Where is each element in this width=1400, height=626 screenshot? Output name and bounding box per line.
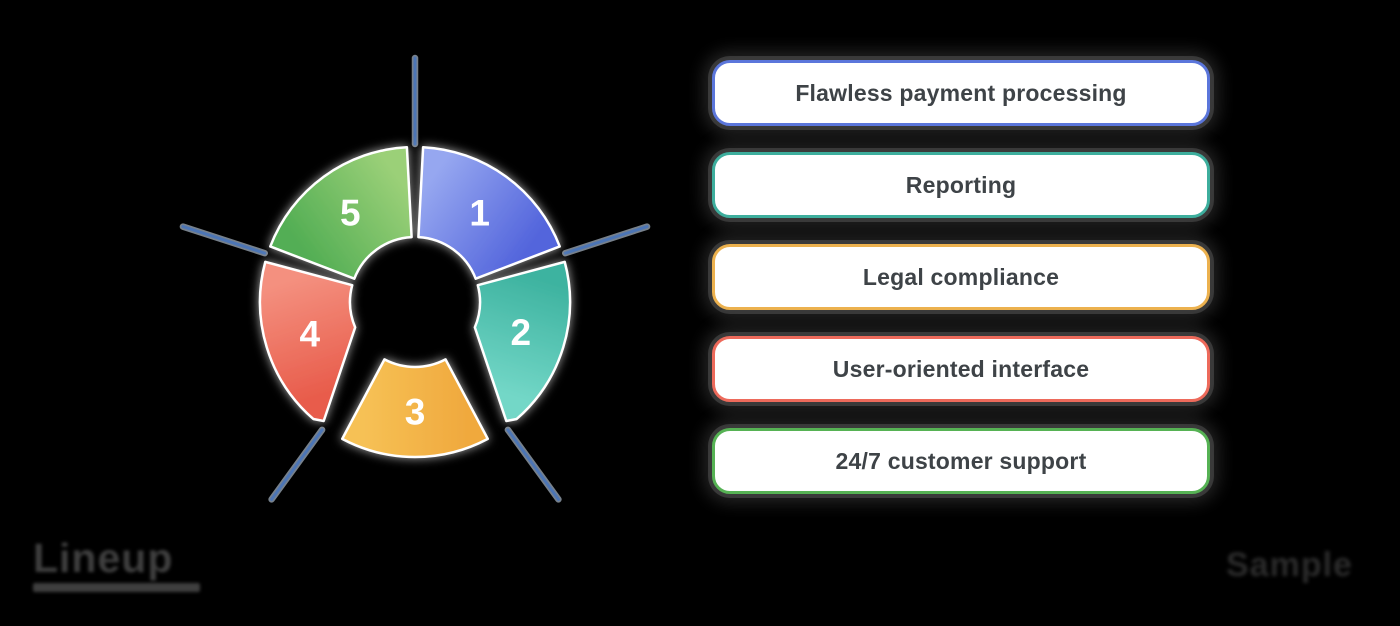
segment-number-4: 4 bbox=[300, 314, 321, 355]
feature-box-2: Reporting bbox=[712, 152, 1210, 218]
segment-number-2: 2 bbox=[510, 312, 531, 353]
brand-wordmark-right: Sample bbox=[1226, 546, 1353, 584]
brand-logo-left-underline bbox=[33, 583, 200, 592]
process-donut-diagram: 1 2 3 4 5 bbox=[179, 54, 651, 503]
segment-number-1: 1 bbox=[469, 193, 490, 234]
spoke-line-5 bbox=[181, 225, 267, 255]
spoke-line-2 bbox=[563, 225, 649, 255]
donut-segment-3 bbox=[340, 358, 490, 459]
donut-segment-1 bbox=[417, 145, 561, 280]
brand-logo-left-text: Lineup bbox=[33, 535, 174, 581]
donut-segment-5 bbox=[269, 145, 413, 280]
feature-label-2: Reporting bbox=[905, 171, 1017, 198]
segment-number-5: 5 bbox=[340, 193, 361, 234]
brand-logo-left: Lineup bbox=[33, 538, 200, 592]
spoke-line-4 bbox=[270, 428, 324, 501]
segment-number-3: 3 bbox=[405, 392, 426, 433]
feature-box-5: 24/7 customer support bbox=[712, 428, 1210, 494]
feature-box-4: User-oriented interface bbox=[712, 336, 1210, 402]
donut-segment-4 bbox=[258, 260, 357, 423]
feature-label-3: Legal compliance bbox=[862, 263, 1060, 290]
feature-label-5: 24/7 customer support bbox=[835, 447, 1087, 474]
feature-list: Flawless payment processing Reporting Le… bbox=[712, 60, 1210, 494]
feature-box-3: Legal compliance bbox=[712, 244, 1210, 310]
donut-segment-2 bbox=[473, 260, 572, 423]
feature-label-1: Flawless payment processing bbox=[795, 79, 1127, 106]
feature-label-4: User-oriented interface bbox=[832, 355, 1090, 382]
spoke-line-3 bbox=[506, 428, 560, 501]
feature-box-1: Flawless payment processing bbox=[712, 60, 1210, 126]
